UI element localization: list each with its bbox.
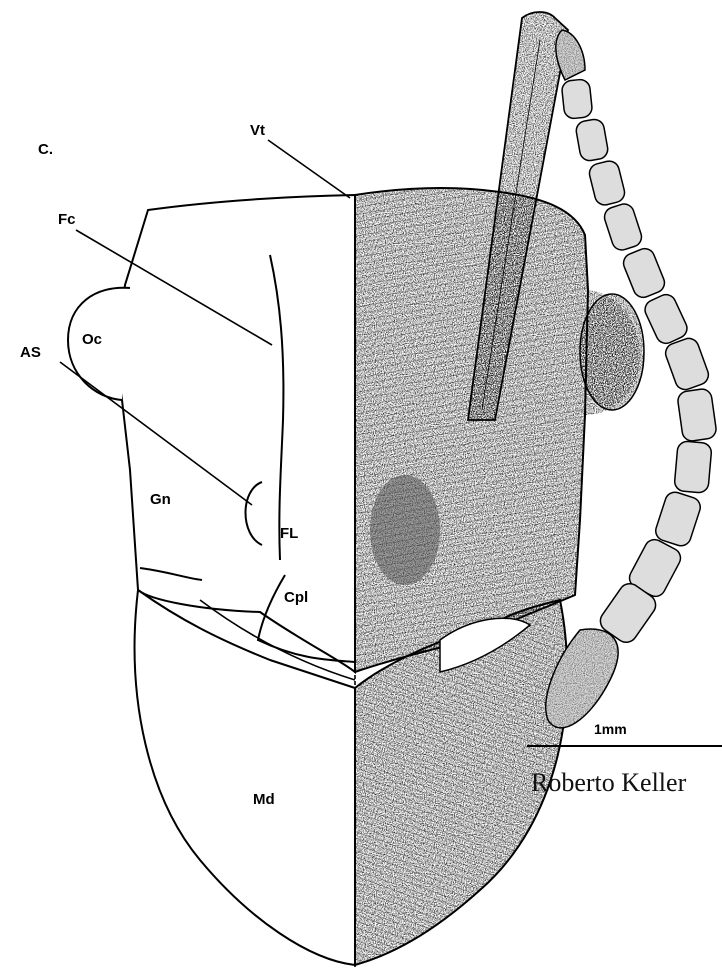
scale-bar-label: 1mm bbox=[594, 721, 627, 737]
label-fl: FL bbox=[280, 526, 298, 541]
scale-bar bbox=[527, 745, 722, 747]
label-vt: Vt bbox=[250, 123, 265, 138]
label-oc: Oc bbox=[82, 332, 102, 347]
artist-credit: Roberto Keller bbox=[531, 768, 686, 798]
label-as: AS bbox=[20, 345, 41, 360]
label-fc: Fc bbox=[58, 212, 76, 227]
label-gn: Gn bbox=[150, 492, 171, 507]
figure-panel-label: C. bbox=[38, 142, 53, 157]
label-cpl: Cpl bbox=[284, 590, 308, 605]
label-md: Md bbox=[253, 792, 275, 807]
